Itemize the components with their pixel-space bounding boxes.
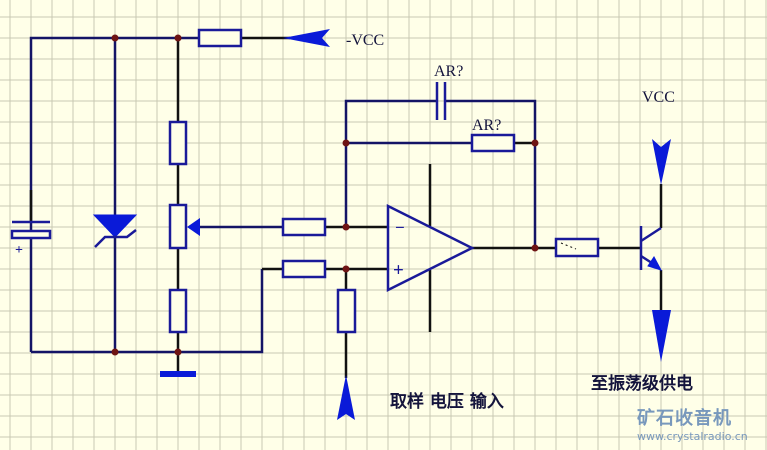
resistor-r4[interactable] — [281, 217, 327, 237]
transistor-q1[interactable] — [639, 226, 663, 271]
watermark-title: 矿石收音机 — [637, 407, 732, 429]
junction-dot — [342, 223, 350, 231]
resistor-r8[interactable] — [554, 237, 600, 258]
opamp-minus-label: − — [395, 218, 405, 237]
potentiometer-rp1[interactable] — [168, 203, 188, 250]
junction-dot — [342, 265, 350, 273]
wire-feedback-cap-right — [445, 99, 537, 248]
vcc-label: VCC — [642, 89, 675, 106]
wire-feedback-cap — [344, 99, 437, 227]
neg-vcc-label: -VCC — [346, 32, 384, 49]
resistor-r6[interactable] — [336, 288, 357, 334]
opamp-u1[interactable] — [386, 203, 475, 293]
potentiometer-wiper-icon — [187, 218, 200, 236]
resistor-r2[interactable] — [168, 120, 188, 166]
resistor-r5[interactable] — [281, 259, 327, 279]
opamp-plus-label: + — [393, 260, 404, 281]
vcc-port[interactable] — [652, 139, 671, 185]
wire-bottom-rail — [31, 269, 264, 354]
neg-vcc-port[interactable] — [283, 29, 330, 47]
watermark-url: www.crystalradio.cn — [637, 430, 748, 443]
cap-polarity-label: + — [15, 243, 23, 258]
capacitor-c1[interactable] — [10, 220, 52, 240]
junction-dot — [342, 139, 350, 147]
junction-dot — [111, 34, 119, 42]
resistor-r1[interactable] — [197, 28, 243, 48]
junction-dot — [174, 348, 182, 356]
capacitor-c2[interactable] — [435, 82, 447, 120]
junction-dot — [531, 244, 539, 252]
feedback-capacitor-label: AR? — [434, 63, 463, 80]
resistor-r7[interactable] — [470, 133, 516, 153]
oscillator-supply-label: 至振荡级供电 — [591, 373, 693, 394]
oscillator-supply-port[interactable] — [652, 310, 671, 362]
junction-dot — [531, 139, 539, 147]
wires — [29, 36, 663, 378]
ground-icon — [160, 371, 196, 377]
junction-dot — [111, 348, 119, 356]
sample-input-port[interactable] — [337, 375, 355, 420]
junction-dot — [174, 34, 182, 42]
resistor-r3[interactable] — [168, 288, 188, 334]
wire-top-rail — [29, 36, 199, 352]
zener-diode-d1[interactable] — [92, 214, 138, 248]
feedback-resistor-label: AR? — [472, 117, 501, 134]
sample-input-label: 取样 电压 输入 — [390, 391, 504, 412]
